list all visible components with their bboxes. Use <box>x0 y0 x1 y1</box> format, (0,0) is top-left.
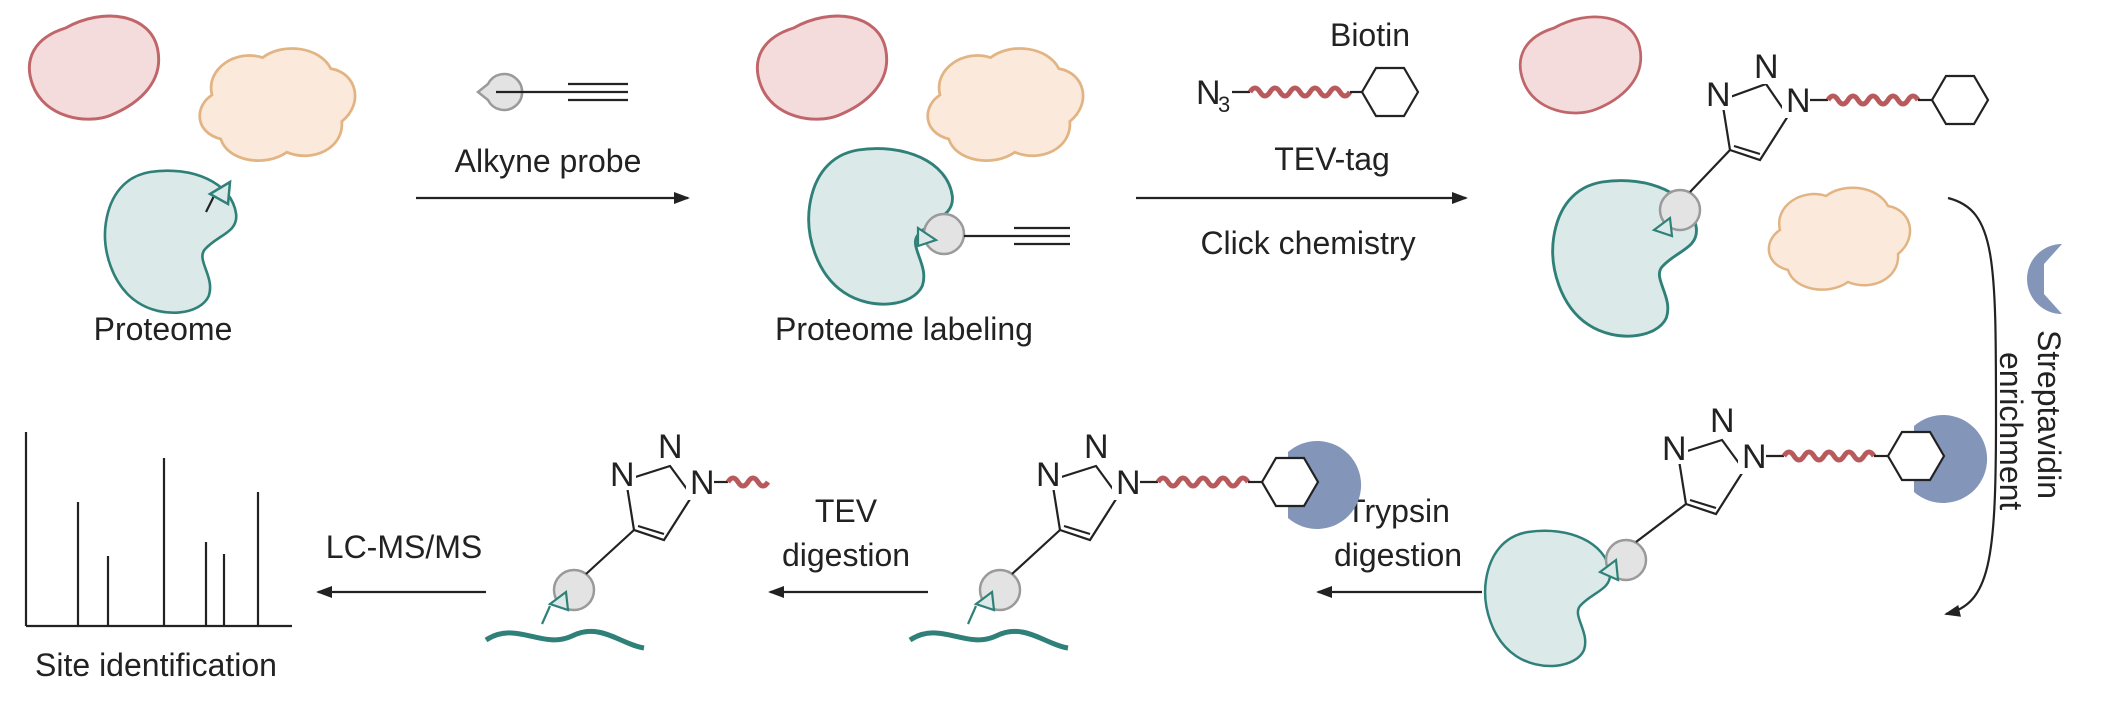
biotin-hexagon-icon-5 <box>1260 456 1320 508</box>
azide-subscript: 3 <box>1218 92 1230 117</box>
probe-bound-icon <box>922 212 966 256</box>
enriched-group: N N N <box>1483 402 1988 668</box>
labeling-label: Proteome labeling <box>775 311 1033 347</box>
triazole5-n1: N <box>1036 456 1061 494</box>
proteome-group: Proteome <box>27 14 357 347</box>
biotin-label: Biotin <box>1330 17 1410 53</box>
proteome-label: Proteome <box>94 311 233 347</box>
triazole6-n2: N <box>658 428 683 466</box>
click-step: Biotin N 3 TEV-tag Click chemistry <box>1136 17 1468 261</box>
binding-site-stem <box>205 195 215 213</box>
click-chemistry-label: Click chemistry <box>1200 225 1415 261</box>
trypsin-digestion-label: digestion <box>1334 537 1462 573</box>
biotin-hexagon-icon-4 <box>1886 430 1946 482</box>
tev-digestion-label: digestion <box>782 537 910 573</box>
triazole-n2: N <box>1754 48 1779 86</box>
tev-tag-label: TEV-tag <box>1274 141 1390 177</box>
site-identification-label: Site identification <box>35 647 277 683</box>
tev-label: TEV <box>815 493 878 529</box>
peptide-strand-6 <box>484 628 645 651</box>
linker-wave-short <box>725 475 771 489</box>
peptide-strand <box>908 628 1069 651</box>
triazole-n3: N <box>1786 82 1811 120</box>
trypsin-label: Trypsin <box>1346 493 1450 529</box>
biotin-hexagon-icon <box>1360 66 1420 118</box>
triazole4-n3: N <box>1742 438 1767 476</box>
protein-peach-2 <box>926 47 1085 162</box>
streptavidin-label: Streptavidin <box>2031 330 2067 499</box>
alkyne-probe-step: Alkyne probe <box>416 72 690 204</box>
biotin-hexagon-icon-3 <box>1930 74 1990 126</box>
labeling-group: Proteome labeling <box>755 14 1085 347</box>
triazole6-n1: N <box>610 456 635 494</box>
triazole4-n1: N <box>1662 430 1687 468</box>
alkyne-probe-label: Alkyne probe <box>455 143 642 179</box>
protein-teal-4 <box>1483 529 1612 668</box>
protein-red-3 <box>1518 15 1643 115</box>
lcms-label: LC-MS/MS <box>326 529 482 565</box>
azide-n: N <box>1196 74 1221 112</box>
enrichment-step: Streptavidin enrichment <box>1944 196 2067 617</box>
spectrum-group: Site identification <box>24 432 292 683</box>
arrow-enrichment <box>1944 196 1998 617</box>
triazole5-n2: N <box>1084 428 1109 466</box>
triazole5-n3: N <box>1116 464 1141 502</box>
triazole6-n3: N <box>690 464 715 502</box>
tev-step: TEV digestion <box>768 493 928 598</box>
lcms-step: LC-MS/MS <box>316 529 486 598</box>
protein-peach-3 <box>1767 186 1912 291</box>
triazole-n1: N <box>1706 76 1731 114</box>
protein-peach <box>198 47 357 162</box>
peptide-cleaved-group: N N N <box>484 428 771 651</box>
binding-site-icon <box>207 179 232 207</box>
protein-red <box>27 14 161 121</box>
trypsin-step: Trypsin digestion <box>1316 493 1482 598</box>
peptide-bound-group: N N N <box>908 428 1362 651</box>
clicked-group: N N N <box>1518 15 1990 338</box>
protein-red-2 <box>755 14 889 121</box>
streptavidin-icon <box>2027 244 2062 314</box>
enrichment-label: enrichment <box>1993 352 2029 510</box>
triazole4-n2: N <box>1710 402 1735 440</box>
linker-wave <box>1247 85 1353 99</box>
